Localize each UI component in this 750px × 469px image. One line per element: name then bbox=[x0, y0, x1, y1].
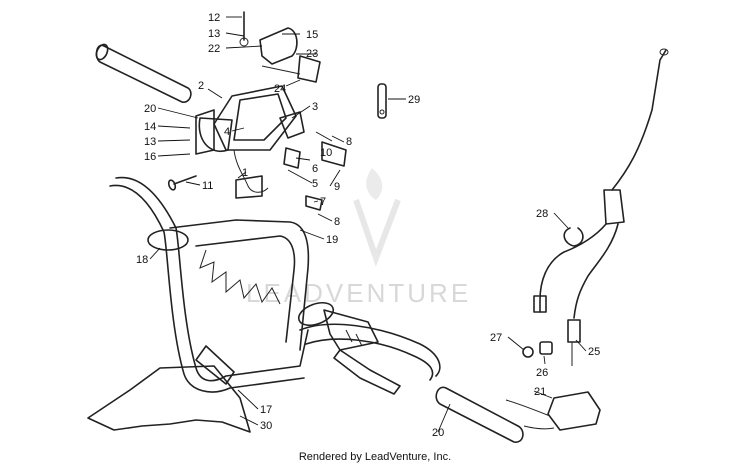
callout-10: 10 bbox=[320, 147, 332, 159]
callout-21: 21 bbox=[534, 386, 546, 398]
callout-9: 9 bbox=[334, 181, 340, 193]
callout-7: 7 bbox=[320, 196, 326, 208]
callout-8-top: 8 bbox=[346, 136, 352, 148]
callout-23: 23 bbox=[306, 48, 318, 60]
callout-27: 27 bbox=[490, 332, 502, 344]
callout-11: 11 bbox=[202, 180, 213, 192]
handlebar bbox=[109, 176, 441, 393]
callout-labels: 12 13 22 15 23 24 2 20 14 13 16 4 3 10 8… bbox=[136, 12, 600, 439]
callout-1: 1 bbox=[242, 167, 248, 179]
callout-13-lower: 13 bbox=[144, 136, 156, 148]
callout-5: 5 bbox=[312, 178, 318, 190]
bolt-11 bbox=[167, 175, 197, 191]
callout-30: 30 bbox=[260, 420, 272, 432]
callout-24: 24 bbox=[274, 83, 286, 95]
callout-8-bottom: 8 bbox=[334, 216, 340, 228]
handlebar-pad bbox=[87, 365, 251, 433]
callout-25: 25 bbox=[588, 346, 600, 358]
callout-17: 17 bbox=[260, 404, 272, 416]
callout-20-bottom: 20 bbox=[432, 427, 444, 439]
pin-29 bbox=[377, 83, 387, 119]
watermark-text: LEADVENTURE bbox=[246, 278, 471, 308]
callout-22: 22 bbox=[208, 43, 220, 55]
leadventure-flame-v-logo bbox=[353, 168, 401, 267]
callout-12: 12 bbox=[208, 12, 220, 24]
callout-29: 29 bbox=[408, 94, 420, 106]
right-switch-housing bbox=[297, 301, 401, 395]
callout-13: 13 bbox=[208, 28, 220, 40]
callout-16: 16 bbox=[144, 151, 156, 163]
render-credit: Rendered by LeadVenture, Inc. bbox=[298, 451, 452, 463]
nut-27-fitting-26 bbox=[522, 341, 553, 358]
callout-3: 3 bbox=[312, 101, 318, 113]
callout-20-top: 20 bbox=[144, 103, 156, 115]
callout-28: 28 bbox=[536, 208, 548, 220]
callout-15: 15 bbox=[306, 29, 318, 41]
callout-leaders bbox=[149, 16, 587, 433]
callout-26: 26 bbox=[536, 367, 548, 379]
left-grip bbox=[95, 43, 192, 103]
cable-clip-28 bbox=[563, 227, 584, 247]
callout-4: 4 bbox=[224, 126, 230, 138]
right-grip bbox=[435, 386, 601, 443]
throttle-cable bbox=[533, 48, 669, 366]
throttle-lever bbox=[239, 11, 321, 83]
callout-14: 14 bbox=[144, 121, 156, 133]
callout-19: 19 bbox=[326, 234, 338, 246]
callout-2: 2 bbox=[198, 80, 204, 92]
callout-6: 6 bbox=[312, 163, 318, 175]
control-housing bbox=[195, 85, 347, 211]
callout-18: 18 bbox=[136, 254, 148, 266]
